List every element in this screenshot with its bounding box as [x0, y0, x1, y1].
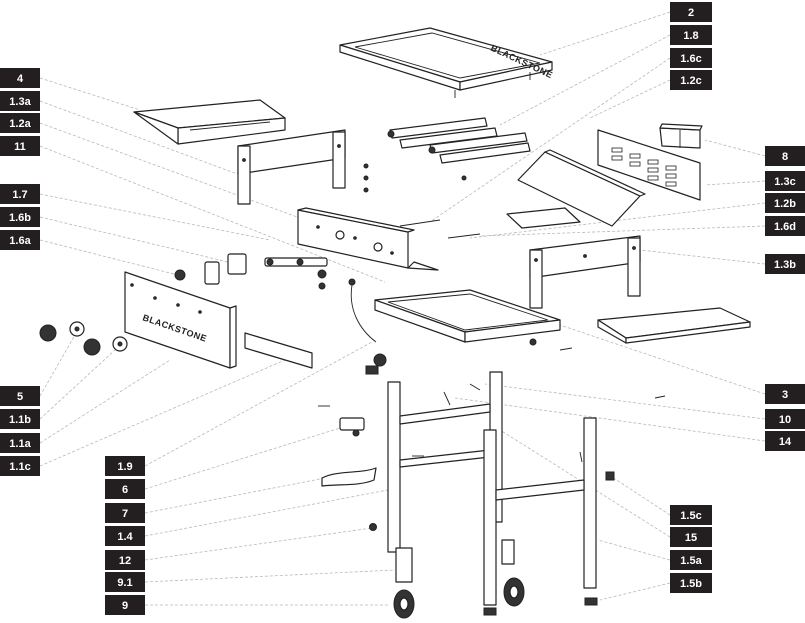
rear-panel-part [597, 129, 701, 201]
igniter-part [174, 253, 247, 285]
svg-text:7: 7 [122, 508, 128, 520]
label-1-4: 1.4 [105, 526, 145, 546]
svg-text:1.2c: 1.2c [680, 75, 701, 87]
knob-parts [39, 321, 128, 356]
svg-text:1.5b: 1.5b [680, 578, 702, 590]
svg-text:2: 2 [688, 7, 694, 19]
left-frame-part [237, 129, 346, 205]
label-6: 6 [105, 479, 145, 499]
drip-pan-part [374, 289, 573, 351]
label-8: 8 [765, 146, 805, 166]
svg-text:4: 4 [17, 73, 24, 85]
label-1-1c: 1.1c [0, 456, 40, 476]
label-1-1a: 1.1a [0, 433, 40, 453]
label-1-9: 1.9 [105, 456, 145, 476]
label-10: 10 [765, 409, 805, 429]
label-1-1b: 1.1b [0, 409, 40, 429]
svg-text:5: 5 [17, 391, 23, 403]
svg-text:1.2a: 1.2a [9, 118, 31, 130]
label-1-3b: 1.3b [765, 254, 805, 274]
svg-text:14: 14 [779, 436, 792, 448]
label-4: 4 [0, 68, 40, 88]
svg-text:8: 8 [782, 151, 788, 163]
label-1-6d: 1.6d [765, 216, 805, 236]
label-14: 14 [765, 431, 805, 451]
leg-frame-part [387, 371, 597, 606]
label-11: 11 [0, 136, 40, 156]
label-1-8: 1.8 [670, 25, 712, 45]
svg-text:1.7: 1.7 [12, 189, 27, 201]
svg-text:1.1b: 1.1b [9, 414, 31, 426]
svg-text:1.5a: 1.5a [680, 555, 702, 567]
valve-assembly-part [264, 257, 328, 290]
heat-shield-part [506, 149, 646, 229]
label-1-6a: 1.6a [0, 230, 40, 250]
svg-text:1.3b: 1.3b [774, 259, 796, 271]
svg-text:3: 3 [782, 389, 788, 401]
svg-text:10: 10 [779, 414, 791, 426]
svg-text:1.3a: 1.3a [9, 96, 31, 108]
svg-text:6: 6 [122, 484, 128, 496]
label-1-3c: 1.3c [765, 171, 805, 191]
label-5: 5 [0, 386, 40, 406]
bolts-part [318, 383, 666, 531]
svg-text:1.6b: 1.6b [9, 212, 31, 224]
griddle-top-part: BLACKSTONE [339, 27, 554, 98]
hook-part [321, 467, 377, 487]
label-12: 12 [105, 550, 145, 570]
label-1-3a: 1.3a [0, 91, 40, 111]
small-hardware-part [363, 163, 481, 239]
label-1-6b: 1.6b [0, 207, 40, 227]
label-1-2c: 1.2c [670, 70, 712, 90]
label-9-1: 9.1 [105, 572, 145, 592]
tank-holder-part [339, 417, 365, 437]
label-9: 9 [105, 595, 145, 615]
label-1-5a: 1.5a [670, 550, 712, 570]
label-15: 15 [670, 527, 712, 547]
left-shelf-part [133, 99, 286, 145]
svg-text:1.6a: 1.6a [9, 235, 31, 247]
label-1-5b: 1.5b [670, 573, 712, 593]
label-2: 2 [670, 2, 712, 22]
hose-part [348, 278, 387, 375]
label-1-5c: 1.5c [670, 505, 712, 525]
svg-text:15: 15 [685, 532, 697, 544]
svg-text:1.6c: 1.6c [680, 53, 701, 65]
control-panel-part: BLACKSTONE [124, 271, 237, 369]
svg-text:1.1c: 1.1c [9, 461, 30, 473]
svg-text:12: 12 [119, 555, 131, 567]
right-shelf-part [597, 307, 751, 344]
front-bar-part [244, 332, 313, 369]
label-7: 7 [105, 503, 145, 523]
svg-text:1.1a: 1.1a [9, 438, 31, 450]
label-1-7: 1.7 [0, 184, 40, 204]
label-3: 3 [765, 384, 805, 404]
burner-tubes-part [387, 117, 531, 164]
svg-text:1.3c: 1.3c [774, 176, 795, 188]
svg-text:1.6d: 1.6d [774, 221, 796, 233]
svg-text:1.5c: 1.5c [680, 510, 701, 522]
svg-text:1.9: 1.9 [117, 461, 132, 473]
label-1-2b: 1.2b [765, 193, 805, 213]
leader-lines [39, 11, 766, 606]
label-1-6c: 1.6c [670, 48, 712, 68]
burner-box-part [297, 207, 439, 271]
svg-text:9.1: 9.1 [117, 577, 132, 589]
label-1-2a: 1.2a [0, 113, 40, 133]
svg-text:1.8: 1.8 [683, 30, 698, 42]
svg-text:1.2b: 1.2b [774, 198, 796, 210]
svg-text:9: 9 [122, 600, 128, 612]
wheel-parts [393, 577, 598, 619]
svg-text:1.4: 1.4 [117, 531, 133, 543]
right-frame-part [529, 235, 641, 309]
grease-cup-part [659, 123, 703, 149]
svg-text:11: 11 [14, 141, 26, 153]
